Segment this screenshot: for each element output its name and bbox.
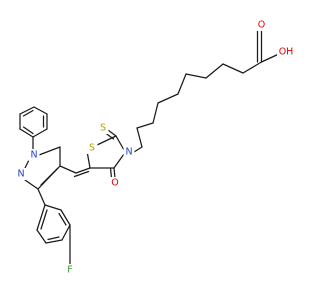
atom-n-pyrazole-2: N — [15, 168, 27, 180]
atom-f: F — [65, 264, 75, 276]
pyrazole-c3-c4-inner — [40, 167, 59, 186]
atom-label-n-pyrazole-1: N — [30, 150, 37, 161]
chain-bond-10 — [133, 146, 143, 153]
bond-lines — [19, 29, 282, 265]
fluorophenyl-inner-3 — [40, 209, 48, 230]
chain-bond-5 — [177, 73, 187, 95]
atom-label-f: F — [67, 265, 72, 276]
fluorophenyl-ring-1 — [44, 204, 62, 211]
atom-label-s-thioxo: S — [100, 123, 106, 134]
atom-o-carbonyl: O — [109, 177, 121, 189]
chemical-structure-diagram: O OH N S S O N N — [15, 19, 295, 276]
chain-bond-7 — [152, 102, 159, 124]
fluorophenyl-ring-6 — [36, 204, 46, 231]
atom-label-n-pyrazole-2: N — [17, 169, 24, 180]
phenyl-ring-3 — [33, 106, 48, 115]
methylidene-double-b — [73, 170, 90, 178]
atom-label-s-ring: S — [89, 143, 95, 154]
ring-c2-s1 — [96, 135, 117, 146]
atom-label-o-acid: O — [258, 20, 265, 31]
atom-oh-acid: OH — [277, 46, 295, 58]
ring-n-c2 — [115, 135, 125, 151]
phenyl-inner-2 — [22, 109, 34, 117]
atom-s-thioxo: S — [97, 122, 109, 134]
phenyl-ring-4 — [19, 106, 35, 115]
atom-label-oh-acid: OH — [279, 47, 294, 58]
ring-c4-n — [113, 153, 125, 169]
fluorophenyl-link — [37, 188, 46, 206]
atom-s-ring: S — [86, 142, 98, 154]
phenyl-ring-1 — [32, 128, 48, 138]
pyrazole-n2-c3 — [24, 179, 39, 190]
chain-bond-4 — [185, 73, 207, 79]
atom-n-rhodanine: N — [123, 146, 135, 158]
atom-labels: O OH N S S O N N — [15, 19, 295, 276]
pyrazole-n1-n2 — [24, 159, 30, 169]
fluorophenyl-ring-2 — [60, 209, 71, 226]
thioxo-double-a — [107, 129, 117, 137]
atom-o-acid: O — [256, 19, 267, 31]
methylidene-c-pyrazole — [59, 165, 77, 174]
chain-bond-3 — [205, 63, 224, 79]
atom-n-pyrazole-1: N — [28, 149, 40, 161]
phenyl-inner-3 — [22, 126, 34, 135]
fluorophenyl-inner-2 — [47, 236, 60, 241]
atom-label-n-rhodanine: N — [125, 147, 132, 158]
phenyl-ring-6 — [19, 128, 34, 138]
chain-bond-8 — [136, 122, 154, 129]
fluorophenyl-inner-1 — [58, 212, 67, 226]
pyrazole-c5-n1 — [38, 146, 61, 156]
carbonyl-double-a — [113, 167, 116, 179]
chain-bond-6 — [157, 93, 179, 104]
chain-bond-1 — [242, 61, 263, 74]
carbonyl-double-b — [109, 167, 113, 179]
atom-label-o-carbonyl: O — [111, 178, 118, 189]
fluorophenyl-ring-5 — [36, 229, 47, 244]
chain-bond-2 — [222, 63, 244, 74]
fluorophenyl-ring-4 — [45, 239, 63, 244]
chain-bond-9 — [136, 127, 143, 148]
fluorophenyl-ring-3 — [61, 224, 71, 241]
methylidene-double-a — [75, 167, 91, 174]
